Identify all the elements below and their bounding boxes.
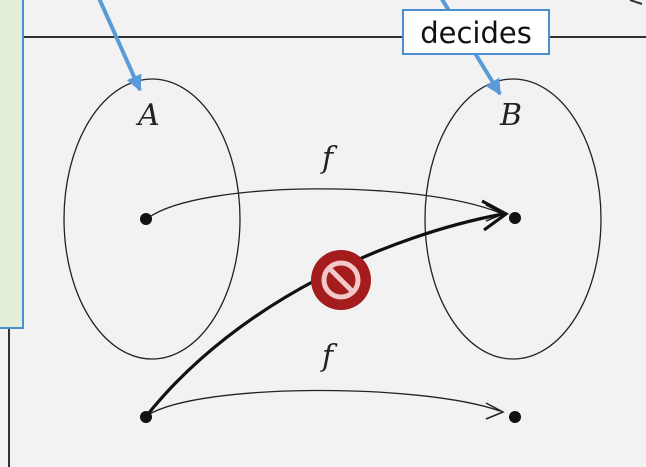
corner-mark xyxy=(629,0,643,5)
set-a-ellipse xyxy=(63,78,241,360)
point-b-top xyxy=(509,212,521,224)
set-a-label: A xyxy=(135,98,160,133)
pointer-arrow-to-a xyxy=(97,0,142,92)
point-a-top xyxy=(140,213,152,225)
point-a-bottom xyxy=(140,411,152,423)
bottom-mapping-arrow xyxy=(147,389,501,416)
decides-callout-text: decides xyxy=(420,16,532,50)
top-mapping-arrow xyxy=(147,188,501,219)
set-b-ellipse xyxy=(424,78,602,360)
set-b-label: B xyxy=(499,98,522,133)
point-b-bottom xyxy=(509,411,521,423)
no-entry-icon xyxy=(311,250,371,310)
bottom-mapping-arrowhead xyxy=(485,402,505,420)
decides-callout-box xyxy=(402,9,550,55)
forbidden-mapping-arrowhead xyxy=(481,199,509,232)
left-side-panel xyxy=(0,0,24,329)
